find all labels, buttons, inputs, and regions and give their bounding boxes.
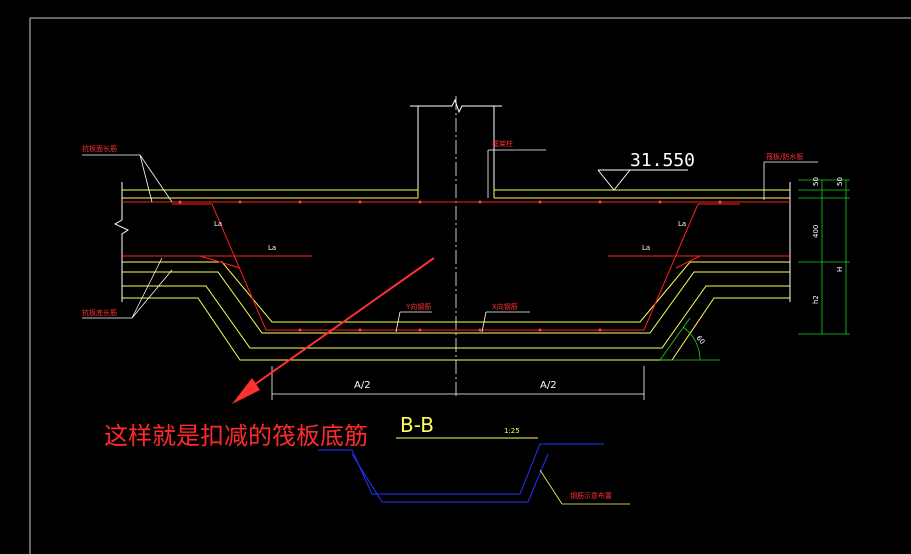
right-dimension-chain <box>798 179 850 335</box>
slab-concrete-outline <box>122 189 790 361</box>
rebar-dots <box>178 200 722 332</box>
angle-value: 60 <box>694 334 706 346</box>
rebar-lines <box>122 201 790 331</box>
elevation-mark <box>597 169 688 191</box>
dim-a-half-right: A/2 <box>540 380 557 391</box>
section-scale: 1:25 <box>504 427 520 435</box>
label-la-3: La <box>678 220 686 228</box>
dim-50-a: 50 <box>812 177 820 186</box>
label-y-rebar: Y向钢筋 <box>405 302 431 311</box>
label-waterproof: 筏板/防水板 <box>766 152 803 161</box>
drawing-frame <box>29 17 911 554</box>
dim-H: H <box>836 267 844 272</box>
dim-50-b: 50 <box>836 177 844 186</box>
label-la-1: La <box>214 220 222 228</box>
label-la-2: La <box>268 244 276 252</box>
label-la-4: La <box>642 244 650 252</box>
dim-400: 400 <box>812 225 820 238</box>
label-leaders <box>82 149 818 333</box>
label-lower-rebar: 抗板底长筋 <box>82 308 117 317</box>
column-outline <box>410 98 502 198</box>
label-column: 框架柱 <box>492 139 513 148</box>
dim-a-half-left: A/2 <box>354 380 371 391</box>
elevation-value: 31.550 <box>630 150 695 171</box>
callout-text: 这样就是扣减的筏板底筋 <box>104 422 368 450</box>
callout-arrow <box>232 257 435 404</box>
label-upper-rebar: 抗板面长筋 <box>82 144 117 153</box>
dim-h2: h2 <box>812 295 820 304</box>
detail-sketch <box>318 443 604 503</box>
detail-note: 钢筋示意布置 <box>570 491 612 500</box>
detail-leader <box>539 469 630 505</box>
section-title: B-B <box>400 413 434 437</box>
label-x-rebar: X向钢筋 <box>492 302 518 311</box>
angle-mark <box>659 317 720 361</box>
